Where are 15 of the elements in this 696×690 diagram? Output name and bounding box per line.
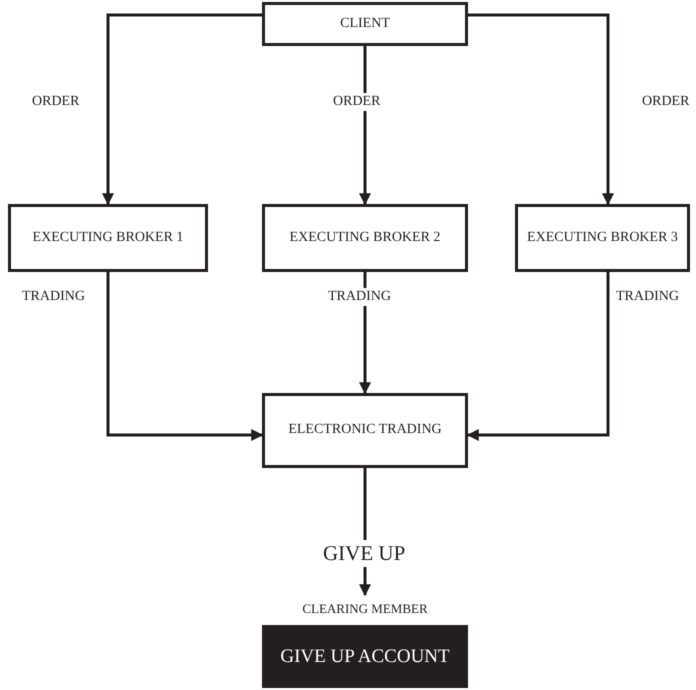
arrow (468, 14, 614, 206)
arrow (106, 272, 264, 441)
arrow (466, 272, 610, 441)
edge-label: TRADING (326, 288, 393, 306)
process-box: EXECUTING BROKER 3 (515, 204, 690, 272)
arrow (102, 14, 262, 206)
edge-label: ORDER (331, 93, 382, 111)
process-box: EXECUTING BROKER 1 (8, 204, 208, 272)
process-box: EXECUTING BROKER 2 (262, 204, 468, 272)
process-box: CLIENT (262, 2, 468, 46)
arrow (359, 46, 371, 206)
node-heading: CLEARING MEMBER (302, 601, 428, 617)
process-box: ELECTRONIC TRADING (262, 393, 468, 468)
account-box: GIVE UP ACCOUNT (262, 625, 468, 688)
edge-label: GIVE UP (321, 540, 408, 567)
